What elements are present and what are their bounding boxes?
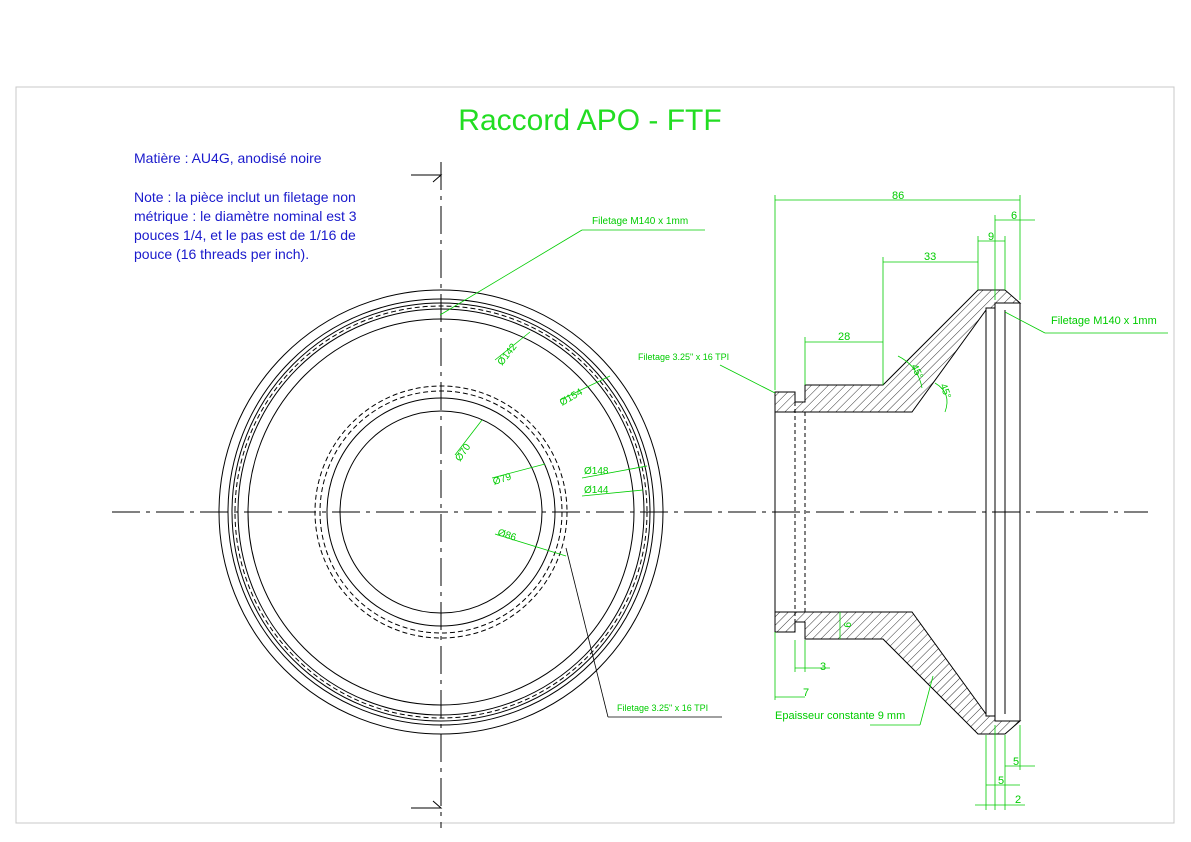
outer-circle-154: [218, 289, 664, 735]
dim-d86: Ø86: [496, 527, 518, 543]
dim-7: 7: [803, 687, 809, 699]
dim-6: 6: [1011, 210, 1017, 222]
circle-146: [231, 302, 651, 722]
thread-label-right: Filetage M140 x 1mm: [1051, 315, 1157, 327]
dim-5-b: 5: [998, 775, 1004, 787]
dim-28: 28: [838, 331, 850, 343]
section-upper-wall: [774, 289, 1022, 413]
front-dimensions: [439, 229, 705, 557]
dim-d144: Ø144: [584, 485, 609, 496]
page-title: Raccord APO - FTF: [458, 104, 722, 137]
dim-3: 3: [820, 661, 826, 673]
front-view: [112, 162, 1148, 828]
circle-144: [234, 305, 648, 719]
thread-label-left: Filetage 3.25" x 16 TPI: [638, 352, 729, 362]
section-dimensions: [719, 195, 1168, 810]
circle-138: [247, 318, 635, 706]
circle-148: [227, 298, 655, 726]
circle-86: [314, 385, 568, 639]
dim-d79: Ø79: [492, 471, 514, 487]
dim-d148: Ø148: [584, 466, 609, 477]
circle-142: [237, 308, 645, 716]
circle-79: [326, 397, 556, 627]
thread-note: Note : la pièce inclut un filetage non m…: [134, 189, 357, 262]
section-lower-wall: [774, 611, 1022, 735]
dim-9-vertical: 9: [841, 622, 852, 628]
sheet-border: [15, 86, 1175, 824]
dim-9: 9: [988, 231, 994, 243]
thread-leader-top: [439, 229, 583, 316]
dim-d70: Ø70: [453, 442, 473, 464]
circle-84: [319, 390, 563, 634]
section-view: [774, 289, 1022, 735]
dim-5-a: 5: [1013, 756, 1019, 768]
thread-label-top: Filetage M140 x 1mm: [592, 216, 688, 227]
material-note: Matière : AU4G, anodisé noire: [134, 150, 322, 166]
thread-leader-bottom: [565, 547, 722, 718]
dim-2: 2: [1015, 794, 1021, 806]
section-marker-bottom: [411, 800, 443, 809]
thickness-note: Epaisseur constante 9 mm: [775, 710, 905, 722]
thread-label-bottom: Filetage 3.25" x 16 TPI: [617, 703, 708, 713]
dim-d142: Ø142: [496, 341, 520, 367]
dim-86: 86: [892, 190, 904, 202]
dim-33: 33: [924, 251, 936, 263]
circle-70: [339, 410, 543, 614]
dim-angle-45-b: 45°: [937, 382, 953, 400]
section-marker-top: [411, 174, 443, 183]
